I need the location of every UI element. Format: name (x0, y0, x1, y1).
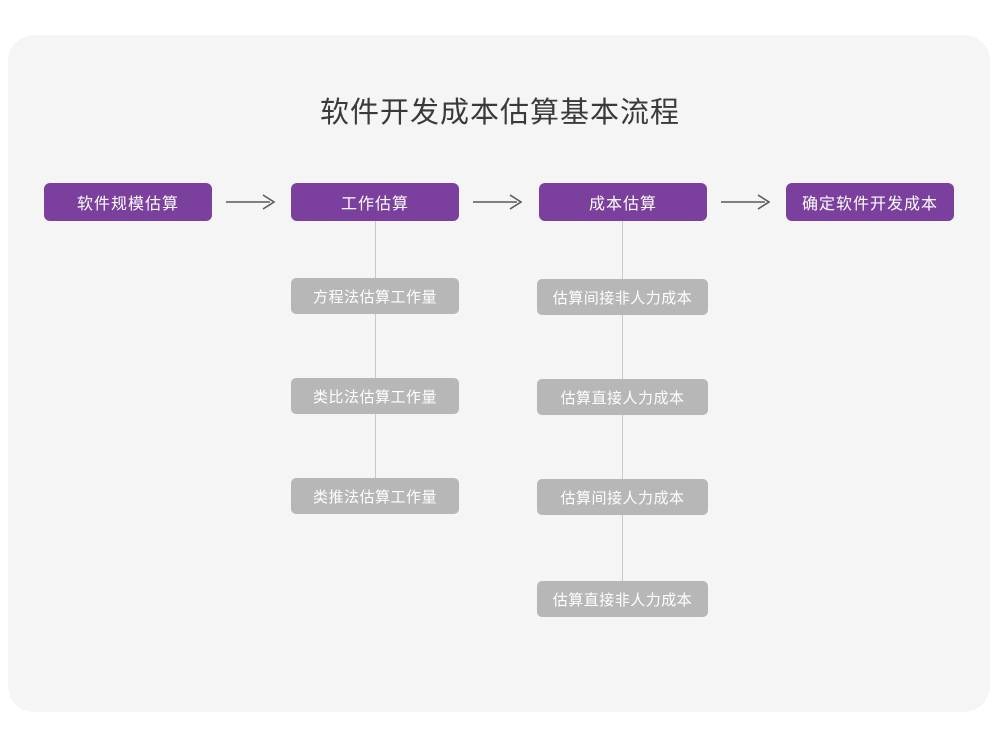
branch-node-indirect-nonlabor-cost[interactable]: 估算间接非人力成本 (537, 279, 708, 315)
branch-node-label: 估算直接人力成本 (560, 389, 685, 407)
branch-node-direct-labor-cost[interactable]: 估算直接人力成本 (537, 379, 708, 415)
diagram-canvas (8, 35, 990, 712)
branch-node-inference-method-effort[interactable]: 类推法估算工作量 (291, 478, 459, 514)
page-title: 软件开发成本估算基本流程 (319, 97, 680, 129)
branch-node-label: 类推法估算工作量 (312, 488, 437, 506)
flow-node-label: 成本估算 (588, 196, 657, 213)
branch-node-label: 估算间接非人力成本 (552, 289, 693, 307)
arrow-right-icon (715, 191, 779, 213)
flow-node-software-scale-estimation[interactable]: 软件规模估算 (44, 183, 212, 221)
branch-node-equation-method-effort[interactable]: 方程法估算工作量 (291, 278, 459, 314)
branch-node-indirect-labor-cost[interactable]: 估算间接人力成本 (537, 479, 708, 515)
flow-node-determine-development-cost[interactable]: 确定软件开发成本 (786, 183, 954, 221)
branch-connector-work (375, 221, 376, 511)
branch-connector-cost (622, 221, 623, 611)
branch-node-label: 方程法估算工作量 (312, 288, 437, 306)
flow-node-label: 软件规模估算 (76, 196, 179, 213)
flow-node-label: 确定软件开发成本 (801, 196, 938, 213)
flow-node-work-estimation[interactable]: 工作估算 (291, 183, 459, 221)
branch-node-direct-nonlabor-cost[interactable]: 估算直接非人力成本 (537, 581, 708, 617)
flow-node-label: 工作估算 (340, 196, 409, 213)
branch-node-label: 类比法估算工作量 (312, 388, 437, 406)
branch-node-label: 估算直接非人力成本 (552, 591, 693, 609)
arrow-right-icon (467, 191, 531, 213)
flow-node-cost-estimation[interactable]: 成本估算 (539, 183, 707, 221)
branch-node-label: 估算间接人力成本 (560, 489, 685, 507)
branch-node-analogy-method-effort[interactable]: 类比法估算工作量 (291, 378, 459, 414)
arrow-right-icon (220, 191, 284, 213)
